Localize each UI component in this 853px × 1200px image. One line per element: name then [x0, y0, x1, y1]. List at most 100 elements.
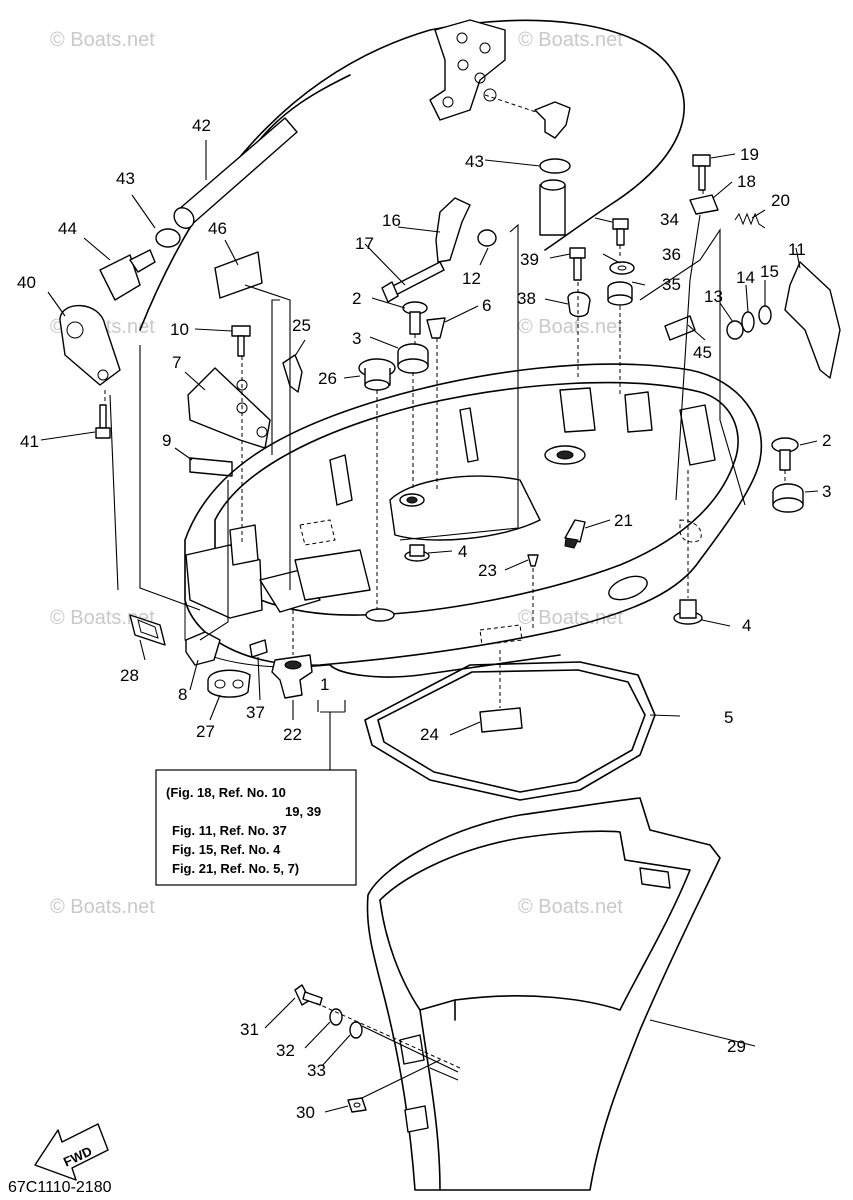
washer-14 [741, 311, 755, 333]
watermark: © Boats.net [518, 896, 623, 918]
callout-5: 5 [724, 708, 733, 727]
screw-31 [294, 984, 323, 1006]
label-45 [664, 315, 696, 341]
washer-13 [726, 320, 744, 340]
grommet-22 [271, 654, 313, 699]
callout-39: 39 [520, 250, 539, 269]
grommet-26 [358, 358, 396, 391]
callout-43: 43 [465, 152, 484, 171]
plate-18 [689, 194, 719, 215]
lower-cover-29 [366, 797, 721, 1191]
washer-36 [609, 261, 635, 275]
watermark: © Boats.net [50, 29, 155, 51]
callout-10: 10 [170, 320, 189, 339]
reference-line: 19, 39 [285, 804, 321, 819]
bracket-8 [185, 631, 221, 666]
pad-9 [189, 457, 233, 477]
callout-23: 23 [478, 561, 497, 580]
clip-25 [282, 354, 303, 393]
callout-29: 29 [727, 1037, 746, 1056]
callout-20: 20 [771, 191, 790, 210]
damper-38 [567, 291, 591, 318]
bushing-12 [477, 229, 497, 247]
fitting-44 [99, 249, 156, 301]
lever-11 [784, 261, 841, 379]
fwd-arrow-icon: FWD [34, 1123, 109, 1181]
callout-28: 28 [120, 666, 139, 685]
callout-3: 3 [352, 329, 361, 348]
callout-17: 17 [355, 234, 374, 253]
lever-16 [435, 197, 471, 263]
pad-24 [479, 707, 523, 733]
callout-35: 35 [662, 275, 681, 294]
watermark: © Boats.net [518, 607, 623, 629]
callout-27: 27 [196, 722, 215, 741]
reference-box: (Fig. 18, Ref. No. 10 19, 39 Fig. 11, Re… [155, 769, 357, 886]
collar-4 [404, 544, 703, 625]
hose-clamp-43 [155, 158, 571, 248]
hose-42 [173, 117, 298, 229]
callout-42: 42 [192, 116, 211, 135]
callout-21: 21 [614, 511, 633, 530]
callout-25: 25 [292, 316, 311, 335]
washer-15 [758, 305, 772, 325]
bolt-34 [612, 218, 629, 246]
callout-14: 14 [736, 268, 755, 287]
bolt-2 [402, 301, 428, 335]
callout-40: 40 [17, 273, 36, 292]
linkage-bracket [429, 19, 571, 139]
callout-44: 44 [58, 219, 77, 238]
callout-32: 32 [276, 1041, 295, 1060]
bolt-2-right [771, 437, 799, 471]
gasket-5 [364, 661, 656, 801]
callout-6: 6 [482, 296, 491, 315]
bushing-27 [207, 669, 251, 698]
grommet-28 [129, 614, 166, 646]
plug-21 [564, 519, 586, 549]
callout-2: 2 [822, 431, 831, 450]
callout-8: 8 [178, 685, 187, 704]
callout-12: 12 [462, 269, 481, 288]
reference-line: Fig. 15, Ref. No. 4 [172, 842, 281, 857]
callout-37: 37 [246, 703, 265, 722]
leader-lines [40, 140, 819, 1113]
watermark: © Boats.net [518, 29, 623, 51]
callout-7: 7 [172, 353, 181, 372]
callout-43: 43 [116, 169, 135, 188]
callout-1: 1 [320, 675, 329, 694]
callout-4: 4 [458, 542, 467, 561]
callout-34: 34 [660, 210, 679, 229]
watermark: © Boats.net [50, 607, 155, 629]
label-37 [249, 639, 268, 658]
callout-36: 36 [662, 245, 681, 264]
callout-46: 46 [208, 219, 227, 238]
grommet-3 [397, 343, 429, 374]
reference-line: Fig. 21, Ref. No. 5, 7) [172, 861, 299, 876]
grommet-35 [607, 281, 633, 306]
washer-33 [349, 1021, 363, 1039]
assembly-lines [104, 190, 786, 1069]
callouts: 1 2 2 3 3 4 4 5 6 7 8 9 10 11 12 13 14 1… [17, 116, 831, 1122]
callout-26: 26 [318, 369, 337, 388]
callout-11: 11 [788, 240, 806, 259]
watermark: © Boats.net [518, 316, 623, 338]
nut-6 [426, 317, 446, 339]
reference-line: Fig. 11, Ref. No. 37 [172, 823, 287, 838]
callout-18: 18 [737, 172, 756, 191]
callout-33: 33 [307, 1061, 326, 1080]
bottom-cowling-1 [184, 363, 763, 678]
diagram-code: 67C1110-2180 [8, 1179, 112, 1196]
watermark: © Boats.net [50, 896, 155, 918]
label-46 [214, 251, 263, 299]
bolt-19 [692, 154, 711, 191]
callout-31: 31 [240, 1020, 259, 1039]
callout-19: 19 [740, 145, 759, 164]
washer-32 [329, 1008, 343, 1026]
grommet-3-right [772, 483, 804, 513]
callout-24: 24 [420, 725, 439, 744]
screw-10 [231, 325, 251, 357]
bracket-40 [59, 304, 121, 386]
reference-line: (Fig. 18, Ref. No. 10 [166, 785, 286, 800]
callout-45: 45 [693, 343, 712, 362]
